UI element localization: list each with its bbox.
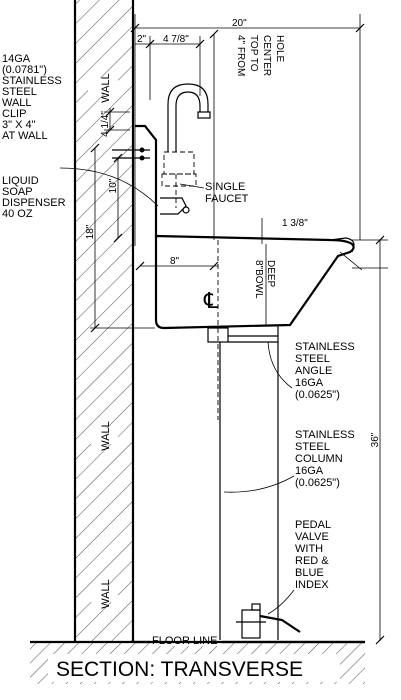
- faucet-label: SINGLE FAUCET: [205, 181, 249, 205]
- svg-text:RED &: RED &: [295, 555, 329, 567]
- bowl-depth-dimension: [135, 244, 267, 326]
- faucet-leader: [179, 183, 205, 189]
- svg-text:(0.0625"): (0.0625"): [295, 389, 340, 401]
- svg-text:BLUE: BLUE: [295, 567, 324, 579]
- svg-text:STAINLESS: STAINLESS: [2, 75, 62, 87]
- svg-text:PEDAL: PEDAL: [295, 519, 331, 531]
- faucet: [161, 83, 211, 208]
- centerline-symbol: ℄: [203, 288, 219, 313]
- drain-angle: [207, 327, 278, 343]
- column-label: STAINLESS STEEL COLUMN 16GA (0.0625"): [295, 429, 355, 489]
- svg-text:SINGLE: SINGLE: [205, 181, 245, 193]
- dim-offset-2: 2": [137, 34, 147, 45]
- svg-text:LIQUID: LIQUID: [2, 175, 39, 187]
- left-dimensions: [90, 107, 155, 333]
- bowl-deep-label: 8"BOWL DEEP: [253, 260, 276, 299]
- svg-text:SOAP: SOAP: [2, 186, 33, 198]
- angle-label: STAINLESS STEEL ANGLE 16GA (0.0625"): [295, 341, 355, 401]
- svg-text:FAUCET: FAUCET: [205, 193, 249, 205]
- sink-rim: [329, 237, 355, 253]
- svg-text:4" FROM: 4" FROM: [235, 35, 246, 76]
- svg-text:AT WALL: AT WALL: [2, 130, 48, 142]
- svg-text:STAINLESS: STAINLESS: [295, 429, 355, 441]
- wall-label-mid: WALL: [100, 421, 112, 451]
- dim-rim-1-38: 1 3/8": [282, 218, 308, 229]
- wall-label-low: WALL: [100, 579, 112, 609]
- center-hole-label: 4" FROM TOP TO CENTER HOLE: [235, 35, 285, 76]
- angle-leader: [267, 341, 293, 389]
- svg-text:INDEX: INDEX: [295, 579, 329, 591]
- svg-text:16GA: 16GA: [295, 465, 324, 477]
- dim-height-36: 36": [370, 432, 381, 447]
- svg-text:WALL: WALL: [2, 97, 32, 109]
- dim-offset-4-78: 4 7/8": [163, 34, 189, 45]
- svg-text:STEEL: STEEL: [295, 353, 330, 365]
- svg-text:DEEP: DEEP: [265, 260, 276, 288]
- svg-text:HOLE: HOLE: [274, 35, 285, 63]
- svg-text:STEEL: STEEL: [295, 441, 330, 453]
- soap-dispenser: [160, 197, 190, 215]
- svg-text:CLIP: CLIP: [2, 108, 26, 120]
- svg-text:(0.0781"): (0.0781"): [2, 64, 47, 76]
- pedal-label: PEDAL VALVE WITH RED & BLUE INDEX: [295, 519, 331, 591]
- dim-drop-10: 10": [108, 178, 119, 193]
- soap-label: LIQUID SOAP DISPENSER 40 OZ: [2, 175, 66, 220]
- column-leader: [223, 475, 295, 493]
- svg-text:STEEL: STEEL: [2, 86, 37, 98]
- svg-text:CENTER: CENTER: [261, 35, 272, 76]
- wall-clip-label: 14GA (0.0781") STAINLESS STEEL WALL CLIP…: [2, 53, 62, 142]
- svg-text:8"BOWL: 8"BOWL: [253, 260, 264, 299]
- svg-text:STAINLESS: STAINLESS: [295, 341, 355, 353]
- svg-text:(0.0625"): (0.0625"): [295, 477, 340, 489]
- svg-text:3" X 4": 3" X 4": [2, 119, 36, 131]
- svg-text:14GA: 14GA: [2, 53, 31, 65]
- floor-line-label: FLOOR LINE: [152, 635, 217, 647]
- svg-text:WITH: WITH: [295, 543, 323, 555]
- column: [219, 326, 279, 640]
- wall: [73, 0, 135, 642]
- dim-height-18: 18": [85, 224, 96, 239]
- svg-text:ANGLE: ANGLE: [295, 365, 332, 377]
- svg-text:TOP TO: TOP TO: [248, 35, 259, 72]
- pedal-valve: [236, 603, 301, 639]
- wall-clip: [112, 124, 158, 236]
- svg-text:VALVE: VALVE: [295, 531, 329, 543]
- dim-clip-4-14: 4 1/4": [100, 111, 111, 137]
- pedal-leader: [267, 589, 295, 615]
- svg-text:DISPENSER: DISPENSER: [2, 197, 66, 209]
- svg-text:40 OZ: 40 OZ: [2, 208, 33, 220]
- rim-dimension: [261, 218, 388, 645]
- section-title: SECTION: TRANSVERSE: [56, 658, 303, 681]
- dim-depth-8: 8": [170, 256, 180, 267]
- dim-width-20: 20": [232, 18, 247, 29]
- svg-text:16GA: 16GA: [295, 377, 324, 389]
- top-dimensions: [130, 14, 365, 246]
- soap-leader: [59, 167, 159, 207]
- wall-label-top: WALL: [100, 73, 112, 103]
- svg-text:COLUMN: COLUMN: [295, 453, 343, 465]
